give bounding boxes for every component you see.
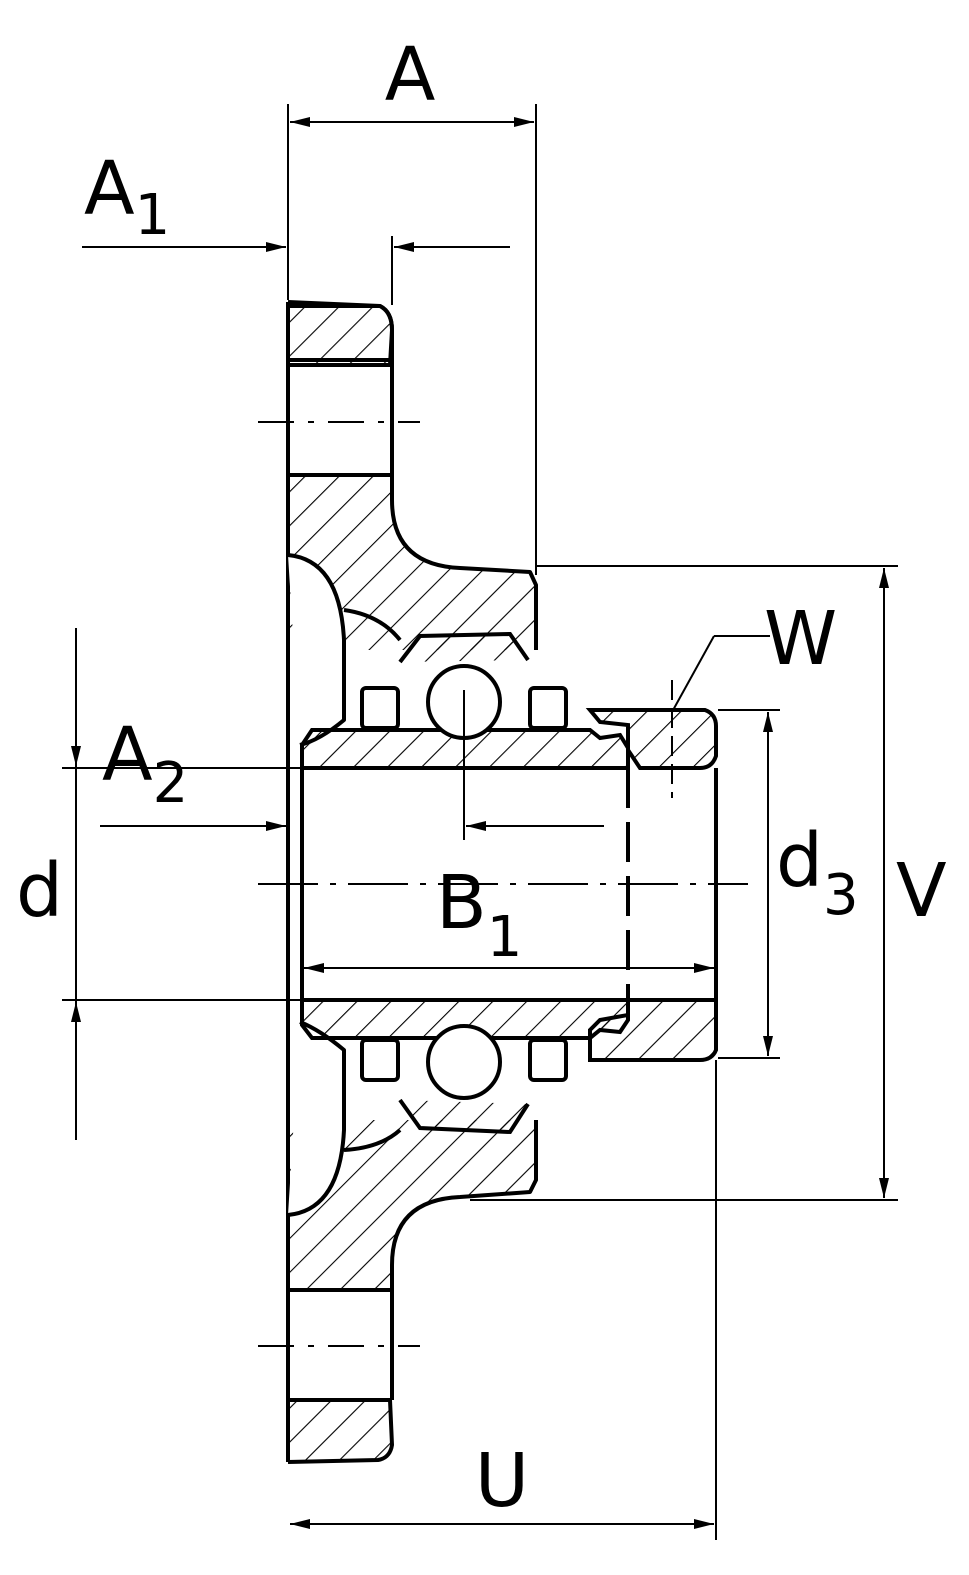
label-A: A (385, 32, 436, 118)
rolling-elements (360, 631, 568, 1135)
label-A1: A1 (84, 146, 170, 248)
center-lines (258, 421, 748, 1347)
label-d3: d3 (776, 818, 859, 928)
label-d: d (16, 848, 63, 934)
ball-bottom (426, 1024, 502, 1100)
label-V: V (896, 848, 947, 934)
label-B1: B1 (436, 860, 522, 970)
dimension-labels: A A1 A2 B1 d d3 V W U (16, 32, 947, 1524)
label-W: W (764, 596, 837, 682)
label-A2: A2 (102, 712, 188, 816)
dimension-lines (62, 104, 898, 1540)
housing-section (286, 300, 538, 1464)
label-U: U (475, 1438, 529, 1524)
